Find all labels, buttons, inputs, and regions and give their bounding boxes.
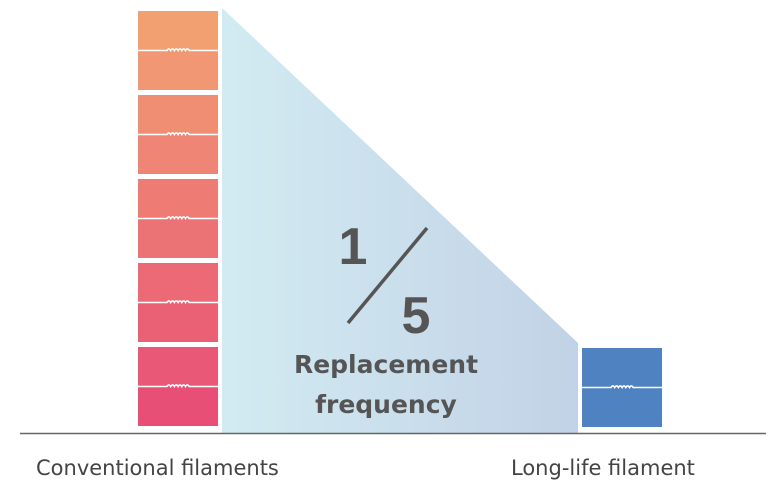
long-life-filament-label: Long-life filament <box>511 456 695 480</box>
filament-block <box>138 179 218 258</box>
filament-block-bottom <box>138 302 218 342</box>
filament-block <box>138 263 218 342</box>
filament-block-top <box>138 95 218 135</box>
filament-block-top <box>138 347 218 387</box>
long-life-filament-stack <box>582 348 662 427</box>
conventional-filament-stack <box>138 11 218 426</box>
filament-block-bottom <box>138 386 218 426</box>
filament-coil-icon <box>138 300 218 305</box>
filament-block-bottom <box>582 387 662 427</box>
filament-block <box>138 347 218 426</box>
filament-block <box>138 95 218 174</box>
filament-block <box>582 348 662 427</box>
filament-block-top <box>138 11 218 51</box>
filament-block-bottom <box>138 218 218 258</box>
ratio-slash <box>346 226 429 325</box>
replacement-frequency-wedge <box>222 8 578 433</box>
filament-coil-icon <box>582 385 662 390</box>
ratio-denominator: 5 <box>402 287 431 345</box>
filament-block-bottom <box>138 134 218 174</box>
filament-coil-icon <box>138 48 218 53</box>
conventional-filaments-label: Conventional filaments <box>36 456 279 480</box>
filament-block-top <box>582 348 662 388</box>
filament-block <box>138 11 218 90</box>
ratio-numerator: 1 <box>339 218 368 276</box>
caption-line-2: frequency <box>315 390 457 419</box>
filament-coil-icon <box>138 384 218 389</box>
filament-block-top <box>138 179 218 219</box>
caption-line-1: Replacement <box>294 350 478 379</box>
filament-block-bottom <box>138 50 218 90</box>
filament-coil-icon <box>138 132 218 137</box>
filament-coil-icon <box>138 216 218 221</box>
filament-block-top <box>138 263 218 303</box>
